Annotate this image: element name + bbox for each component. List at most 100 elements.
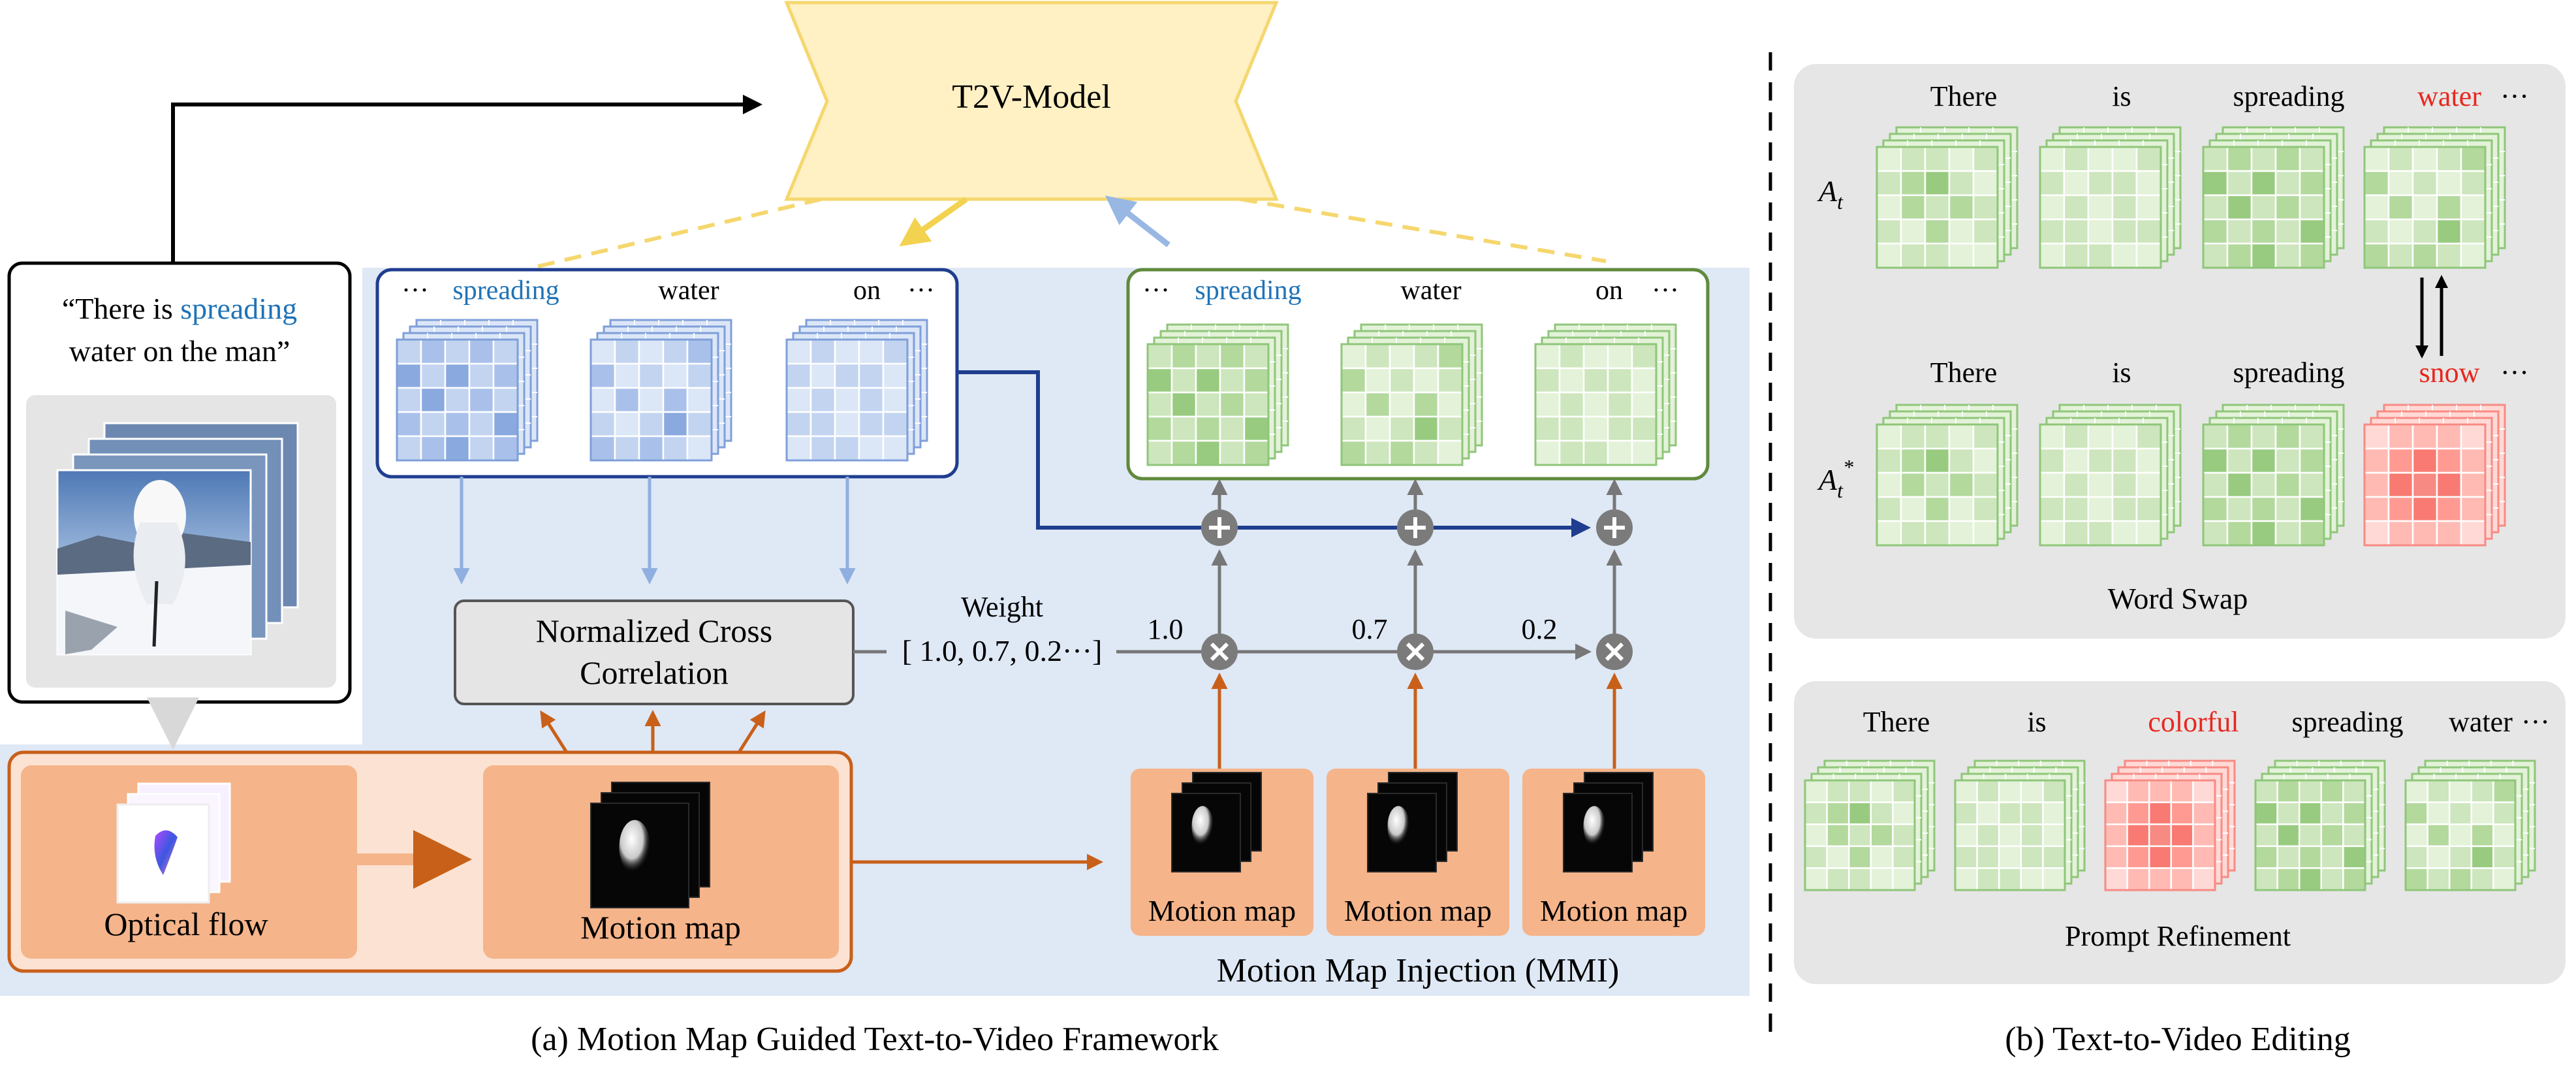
mmi-title: Motion Map Injection (MMI) bbox=[1217, 952, 1620, 989]
add-node-2 bbox=[1397, 509, 1434, 546]
multiply-node-3 bbox=[1596, 633, 1633, 670]
pr-map-3 bbox=[2104, 759, 2236, 891]
attention-map-left-on bbox=[785, 319, 928, 462]
pr-ellipsis: ··· bbox=[2521, 706, 2550, 738]
dashed-line-left bbox=[531, 197, 822, 270]
blue-arrow bbox=[1105, 195, 1170, 248]
weight-2: 0.7 bbox=[1352, 613, 1388, 645]
prompt-text-line2: water on the man” bbox=[69, 334, 290, 368]
prompt-box: “There is spreading water on the man” bbox=[7, 261, 352, 704]
pr-token-1: There bbox=[1863, 706, 1930, 738]
label-a-t: At bbox=[1817, 174, 1844, 214]
pr-map-2 bbox=[1954, 759, 2086, 891]
prompt-to-model-arrow bbox=[171, 95, 762, 263]
mmi-motion-map-2-stack bbox=[1367, 772, 1458, 872]
video-frames-stack bbox=[56, 422, 299, 656]
panel-a: T2V-Model “There is spreading water on t… bbox=[0, 1, 1750, 1058]
ws-top-map-3 bbox=[2202, 126, 2345, 269]
add-node-1 bbox=[1201, 509, 1238, 546]
mmi-motion-map-3-label: Motion map bbox=[1540, 894, 1688, 927]
motion-source-region: Optical flow Motion map bbox=[7, 750, 853, 973]
token-right-spreading: spreading bbox=[1195, 276, 1301, 306]
attention-box-left: ··· spreading water on ··· bbox=[375, 268, 959, 479]
t2v-model: T2V-Model bbox=[784, 1, 1279, 201]
token-left-on: on bbox=[853, 276, 881, 306]
motion-map-main-stack bbox=[590, 782, 710, 908]
attention-map-left-water bbox=[589, 319, 732, 462]
pr-map-4 bbox=[2254, 759, 2386, 891]
ws-top-token-1: There bbox=[1930, 80, 1998, 112]
ws-bottom-map-1 bbox=[1876, 404, 2018, 547]
weight-3: 0.2 bbox=[1522, 613, 1558, 645]
ws-top-ellipsis: ··· bbox=[2500, 80, 2529, 112]
ws-bottom-ellipsis: ··· bbox=[2500, 357, 2529, 389]
pr-token-4: spreading bbox=[2291, 706, 2403, 738]
pr-token-5: water bbox=[2449, 706, 2513, 738]
word-swap-box: There is spreading water ··· At There is… bbox=[1794, 64, 2566, 639]
token-left-spreading: spreading bbox=[452, 276, 559, 306]
mmi-motion-map-2-label: Motion map bbox=[1344, 894, 1492, 927]
yellow-arrow bbox=[899, 197, 968, 247]
mmi-motion-map-1-stack bbox=[1171, 772, 1262, 872]
prompt-refinement-box: There is colorful spreading water ··· Pr… bbox=[1794, 681, 2566, 984]
pr-map-5 bbox=[2404, 759, 2536, 891]
attention-map-right-water bbox=[1340, 323, 1483, 466]
ws-top-token-4: water bbox=[2417, 80, 2481, 112]
mmi-motion-map-3: Motion map bbox=[1522, 769, 1705, 936]
optical-flow-stack bbox=[116, 782, 231, 904]
ws-bottom-token-1: There bbox=[1930, 357, 1998, 389]
t2v-model-label: T2V-Model bbox=[952, 78, 1111, 116]
ws-top-map-4 bbox=[2363, 126, 2506, 269]
multiply-node-2 bbox=[1397, 633, 1434, 670]
ws-bottom-token-2: is bbox=[2112, 357, 2131, 389]
panel-b: There is spreading water ··· At There is… bbox=[1794, 64, 2566, 1058]
motion-to-ncc-arrow-1 bbox=[540, 710, 569, 754]
ws-top-token-2: is bbox=[2112, 80, 2131, 112]
mmi-motion-map-3-stack bbox=[1563, 772, 1654, 872]
prompt-highlight-word: spreading bbox=[180, 292, 297, 325]
mmi-motion-map-1-label: Motion map bbox=[1148, 894, 1296, 927]
ws-bottom-token-4: snow bbox=[2419, 357, 2480, 389]
ws-bottom-map-3 bbox=[2202, 404, 2345, 547]
caption-a: (a) Motion Map Guided Text-to-Video Fram… bbox=[531, 1021, 1219, 1058]
motion-to-ncc-arrow-3 bbox=[737, 710, 766, 754]
pr-map-1 bbox=[1804, 759, 1936, 891]
token-right-on: on bbox=[1595, 276, 1623, 306]
ncc-box: Normalized Cross Correlation bbox=[454, 599, 855, 705]
ellipsis-right-start: ··· bbox=[1142, 276, 1170, 306]
weight-1: 1.0 bbox=[1148, 613, 1184, 645]
ellipsis-left-start: ··· bbox=[401, 276, 429, 306]
prompt-refinement-title: Prompt Refinement bbox=[2065, 920, 2291, 952]
ws-bottom-token-3: spreading bbox=[2233, 357, 2344, 389]
optical-flow-label: Optical flow bbox=[104, 906, 268, 942]
attention-box-right: ··· spreading water on ··· bbox=[1126, 268, 1710, 481]
ws-top-token-3: spreading bbox=[2233, 80, 2344, 112]
weight-values: [ 1.0, 0.7, 0.2···] bbox=[902, 634, 1103, 667]
ncc-label-line2: Correlation bbox=[580, 654, 729, 691]
ws-bottom-map-2 bbox=[2039, 404, 2182, 547]
caption-b: (b) Text-to-Video Editing bbox=[2005, 1021, 2351, 1058]
ws-top-map-2 bbox=[2039, 126, 2182, 269]
token-right-water: water bbox=[1400, 276, 1461, 306]
label-a-t-star: At* bbox=[1817, 455, 1853, 502]
ws-bottom-map-4 bbox=[2363, 404, 2506, 547]
attention-map-left-spreading bbox=[396, 319, 539, 462]
dashed-line-right bbox=[1240, 197, 1607, 263]
mmi-motion-map-1: Motion map bbox=[1131, 769, 1313, 936]
pr-token-3: colorful bbox=[2148, 706, 2238, 738]
multiply-node-1 bbox=[1201, 633, 1238, 670]
pr-token-2: is bbox=[2027, 706, 2046, 738]
mmi-motion-map-2: Motion map bbox=[1327, 769, 1509, 936]
ellipsis-left-end: ··· bbox=[907, 276, 935, 306]
weight-title: Weight bbox=[961, 591, 1043, 623]
attention-pass-line bbox=[957, 370, 1201, 530]
ws-top-map-1 bbox=[1876, 126, 2018, 269]
ncc-label-line1: Normalized Cross bbox=[536, 613, 772, 649]
attention-map-right-on bbox=[1534, 323, 1677, 466]
ellipsis-right-end: ··· bbox=[1652, 276, 1679, 306]
motion-map-main-label: Motion map bbox=[580, 909, 741, 946]
add-node-3 bbox=[1596, 509, 1633, 546]
word-swap-title: Word Swap bbox=[2108, 582, 2248, 615]
attention-map-right-spreading bbox=[1146, 323, 1289, 466]
